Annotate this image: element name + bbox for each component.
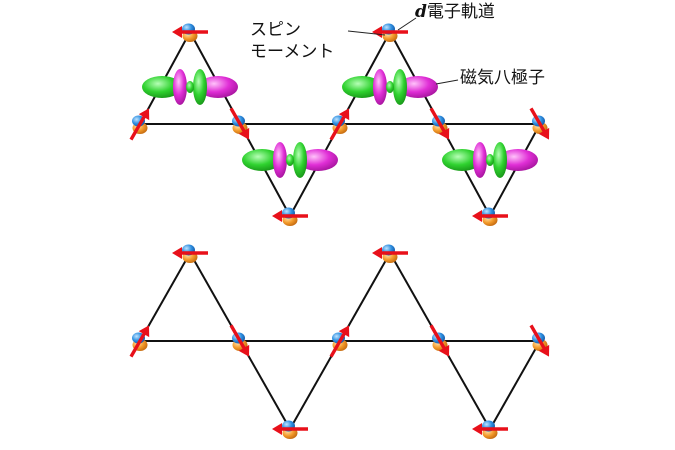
d-orbital-letter: d	[415, 2, 427, 22]
octupole-lobe-magenta	[498, 149, 538, 171]
spin-arrow-head	[538, 344, 550, 357]
spin-arrow-shaft	[329, 330, 347, 358]
spin-moment-arrow	[529, 324, 550, 357]
octupole-core	[286, 154, 294, 166]
spin-arrow-head	[138, 325, 150, 338]
spin-arrow-shaft	[329, 113, 347, 141]
spin-arrow-head	[272, 423, 282, 435]
octupole-core	[386, 81, 394, 93]
spin-arrow-head	[138, 108, 150, 121]
label-pointer-lines	[347, 17, 459, 85]
octupole-lobe-green	[142, 76, 182, 98]
spin-arrow-head	[472, 423, 482, 435]
bond-line	[489, 340, 541, 430]
spin-moment-arrow	[372, 247, 408, 259]
octupole-lobe-green	[493, 142, 507, 178]
spin-moment-arrow	[472, 210, 508, 222]
octupole-lobe-green	[242, 149, 282, 171]
spin-moment-label-line2: モーメント	[250, 42, 335, 62]
octupole-lobe-green	[442, 149, 482, 171]
magnetic-octupole	[442, 142, 538, 178]
spin-arrow-head	[438, 344, 450, 357]
spin-arrow-head	[372, 247, 382, 259]
octupole-label-pointer	[435, 79, 459, 85]
magnetic-octupoles	[142, 69, 538, 178]
spin-moment-arrow	[172, 26, 208, 38]
spin-label-pointer	[347, 30, 386, 36]
spin-arrow-head	[538, 127, 550, 140]
spin-arrow-head	[272, 210, 282, 222]
spin-arrow-head	[338, 325, 350, 338]
spin-arrow-shaft	[129, 330, 147, 358]
octupole-lobe-magenta	[473, 142, 487, 178]
spin-moment-arrow	[172, 247, 208, 259]
magnetic-octupole	[142, 69, 238, 105]
magnetic-octupole	[242, 142, 338, 178]
spin-arrow-head	[472, 210, 482, 222]
spin-arrow-shaft	[529, 324, 547, 352]
octupole-lobe-magenta	[273, 142, 287, 178]
spin-moment-arrow	[229, 107, 250, 140]
spin-moment-arrow	[129, 325, 150, 358]
orbital-label-pointer	[397, 17, 417, 31]
octupole-lobe-green	[193, 69, 207, 105]
spin-moment-arrow	[472, 423, 508, 435]
spin-arrow-head	[338, 108, 350, 121]
spin-arrow-head	[372, 26, 382, 38]
spin-moment-label-line1: スピン	[250, 20, 301, 40]
spin-moment-arrow	[372, 26, 408, 38]
spin-arrow-shaft	[429, 324, 447, 352]
spin-moment-arrow	[429, 107, 450, 140]
octupole-lobe-magenta	[298, 149, 338, 171]
spin-arrow-shaft	[429, 107, 447, 135]
lattice-sites	[129, 23, 550, 439]
octupole-core	[486, 154, 494, 166]
spin-arrow-head	[172, 247, 182, 259]
magnetic-octupole	[342, 69, 438, 105]
spin-arrow-head	[438, 127, 450, 140]
spin-moment-arrow	[329, 108, 350, 141]
octupole-lobe-magenta	[373, 69, 387, 105]
spin-moment-arrow	[272, 423, 308, 435]
spin-arrow-shaft	[229, 324, 247, 352]
spin-moment-arrow	[529, 107, 550, 140]
d-orbital-text: 電子軌道	[426, 2, 495, 22]
octupole-core	[186, 81, 194, 93]
spin-moment-arrow	[272, 210, 308, 222]
spin-arrow-head	[172, 26, 182, 38]
octupole-lobe-green	[342, 76, 382, 98]
spin-moment-arrow	[229, 324, 250, 357]
spin-arrow-head	[238, 344, 250, 357]
octupole-lobe-magenta	[173, 69, 187, 105]
d-orbital-label: d電子軌道	[415, 2, 495, 22]
octupole-lobe-magenta	[398, 76, 438, 98]
magnetic-octupole-label: 磁気八極子	[460, 68, 545, 88]
spin-arrow-shaft	[129, 113, 147, 141]
spin-arrow-shaft	[529, 107, 547, 135]
spin-moment-arrow	[129, 108, 150, 141]
octupole-lobe-magenta	[198, 76, 238, 98]
spin-moment-arrow	[329, 325, 350, 358]
spin-arrow-shaft	[229, 107, 247, 135]
octupole-lobe-green	[293, 142, 307, 178]
octupole-lobe-green	[393, 69, 407, 105]
spin-moment-arrow	[429, 324, 450, 357]
spin-arrow-head	[238, 127, 250, 140]
